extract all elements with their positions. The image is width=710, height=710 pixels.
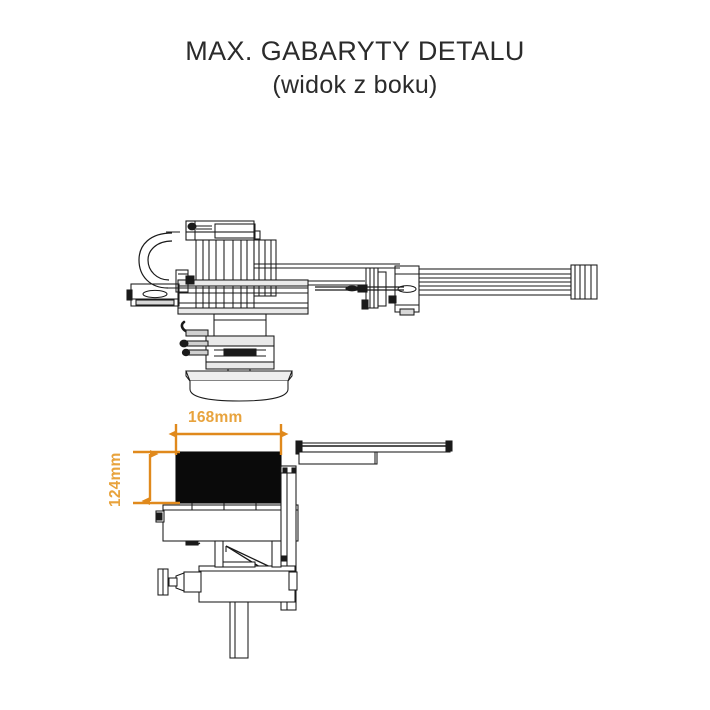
- workpiece-envelope-block: [175, 451, 282, 504]
- curved-hose-guide-icon: [138, 231, 180, 289]
- vertical-post: [229, 601, 249, 659]
- dimension-label-height: 124mm: [107, 452, 124, 507]
- vertical-column: [195, 239, 277, 311]
- work-table: [155, 503, 299, 546]
- left-slide-rail: [126, 283, 180, 307]
- upper-machine-head-view: [126, 220, 598, 402]
- dimension-label-width: 168mm: [188, 409, 243, 426]
- horizontal-arm-left-joint: [175, 269, 195, 293]
- head-top-block: [185, 220, 261, 241]
- upper-guide-rail: [295, 440, 453, 465]
- dimension-annotations: [133, 424, 289, 505]
- title-block: MAX. GABARYTY DETALU (widok z boku): [0, 36, 710, 101]
- vertical-dimension-124mm: [133, 450, 180, 505]
- horizontal-arm: [254, 263, 420, 316]
- horizontal-dimension-168mm: [168, 424, 289, 455]
- page-title: MAX. GABARYTY DETALU: [185, 36, 525, 66]
- arm-extension-shaft: [418, 264, 598, 300]
- page-subtitle: (widok z boku): [272, 71, 438, 100]
- head-housing: [177, 279, 309, 315]
- spindle-base-bowl: [185, 370, 293, 402]
- handwheel-assembly: [157, 568, 202, 596]
- column-support-stand: [214, 540, 282, 568]
- lower-housing: [198, 561, 298, 603]
- spindle-control-levers: [179, 320, 209, 357]
- lower-machine-table-view: [155, 440, 453, 659]
